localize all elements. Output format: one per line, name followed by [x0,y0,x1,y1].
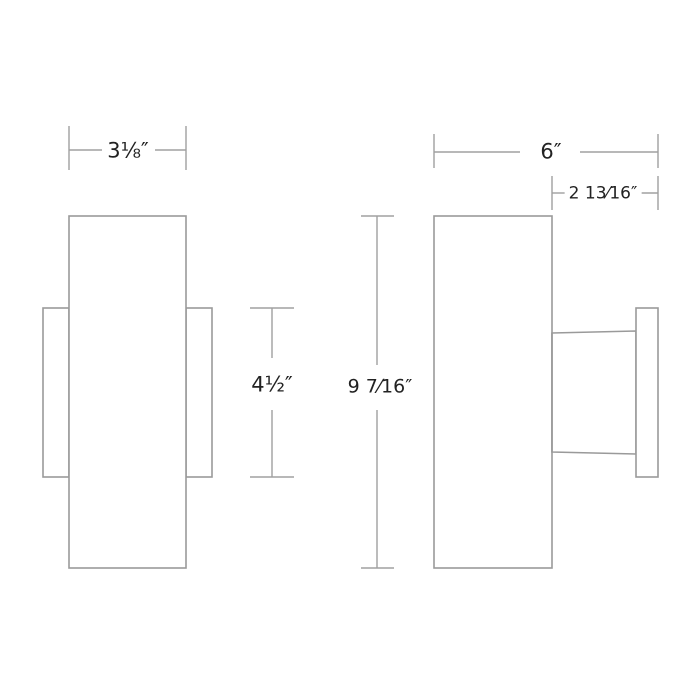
mount-arm [551,330,637,455]
front-left-bracket [42,307,70,478]
overall-height-label: 9 7⁄16″ [343,377,417,397]
wall-plate [635,307,659,478]
overall-height-dimension [361,215,394,569]
front-width-dimension [68,126,187,170]
projection-label: 2 13⁄16″ [564,185,642,203]
bracket-height-dimension [250,307,294,478]
front-right-bracket [185,307,213,478]
side-view [433,215,659,569]
depth-dimension [433,134,659,168]
depth-label: 6″ [536,141,566,163]
side-body [433,215,553,569]
front-body [68,215,187,569]
front-view [42,215,213,569]
front-width-label: 3⅛″ [103,140,153,162]
projection-dimension [551,176,659,210]
bracket-height-label: 4½″ [247,374,297,396]
